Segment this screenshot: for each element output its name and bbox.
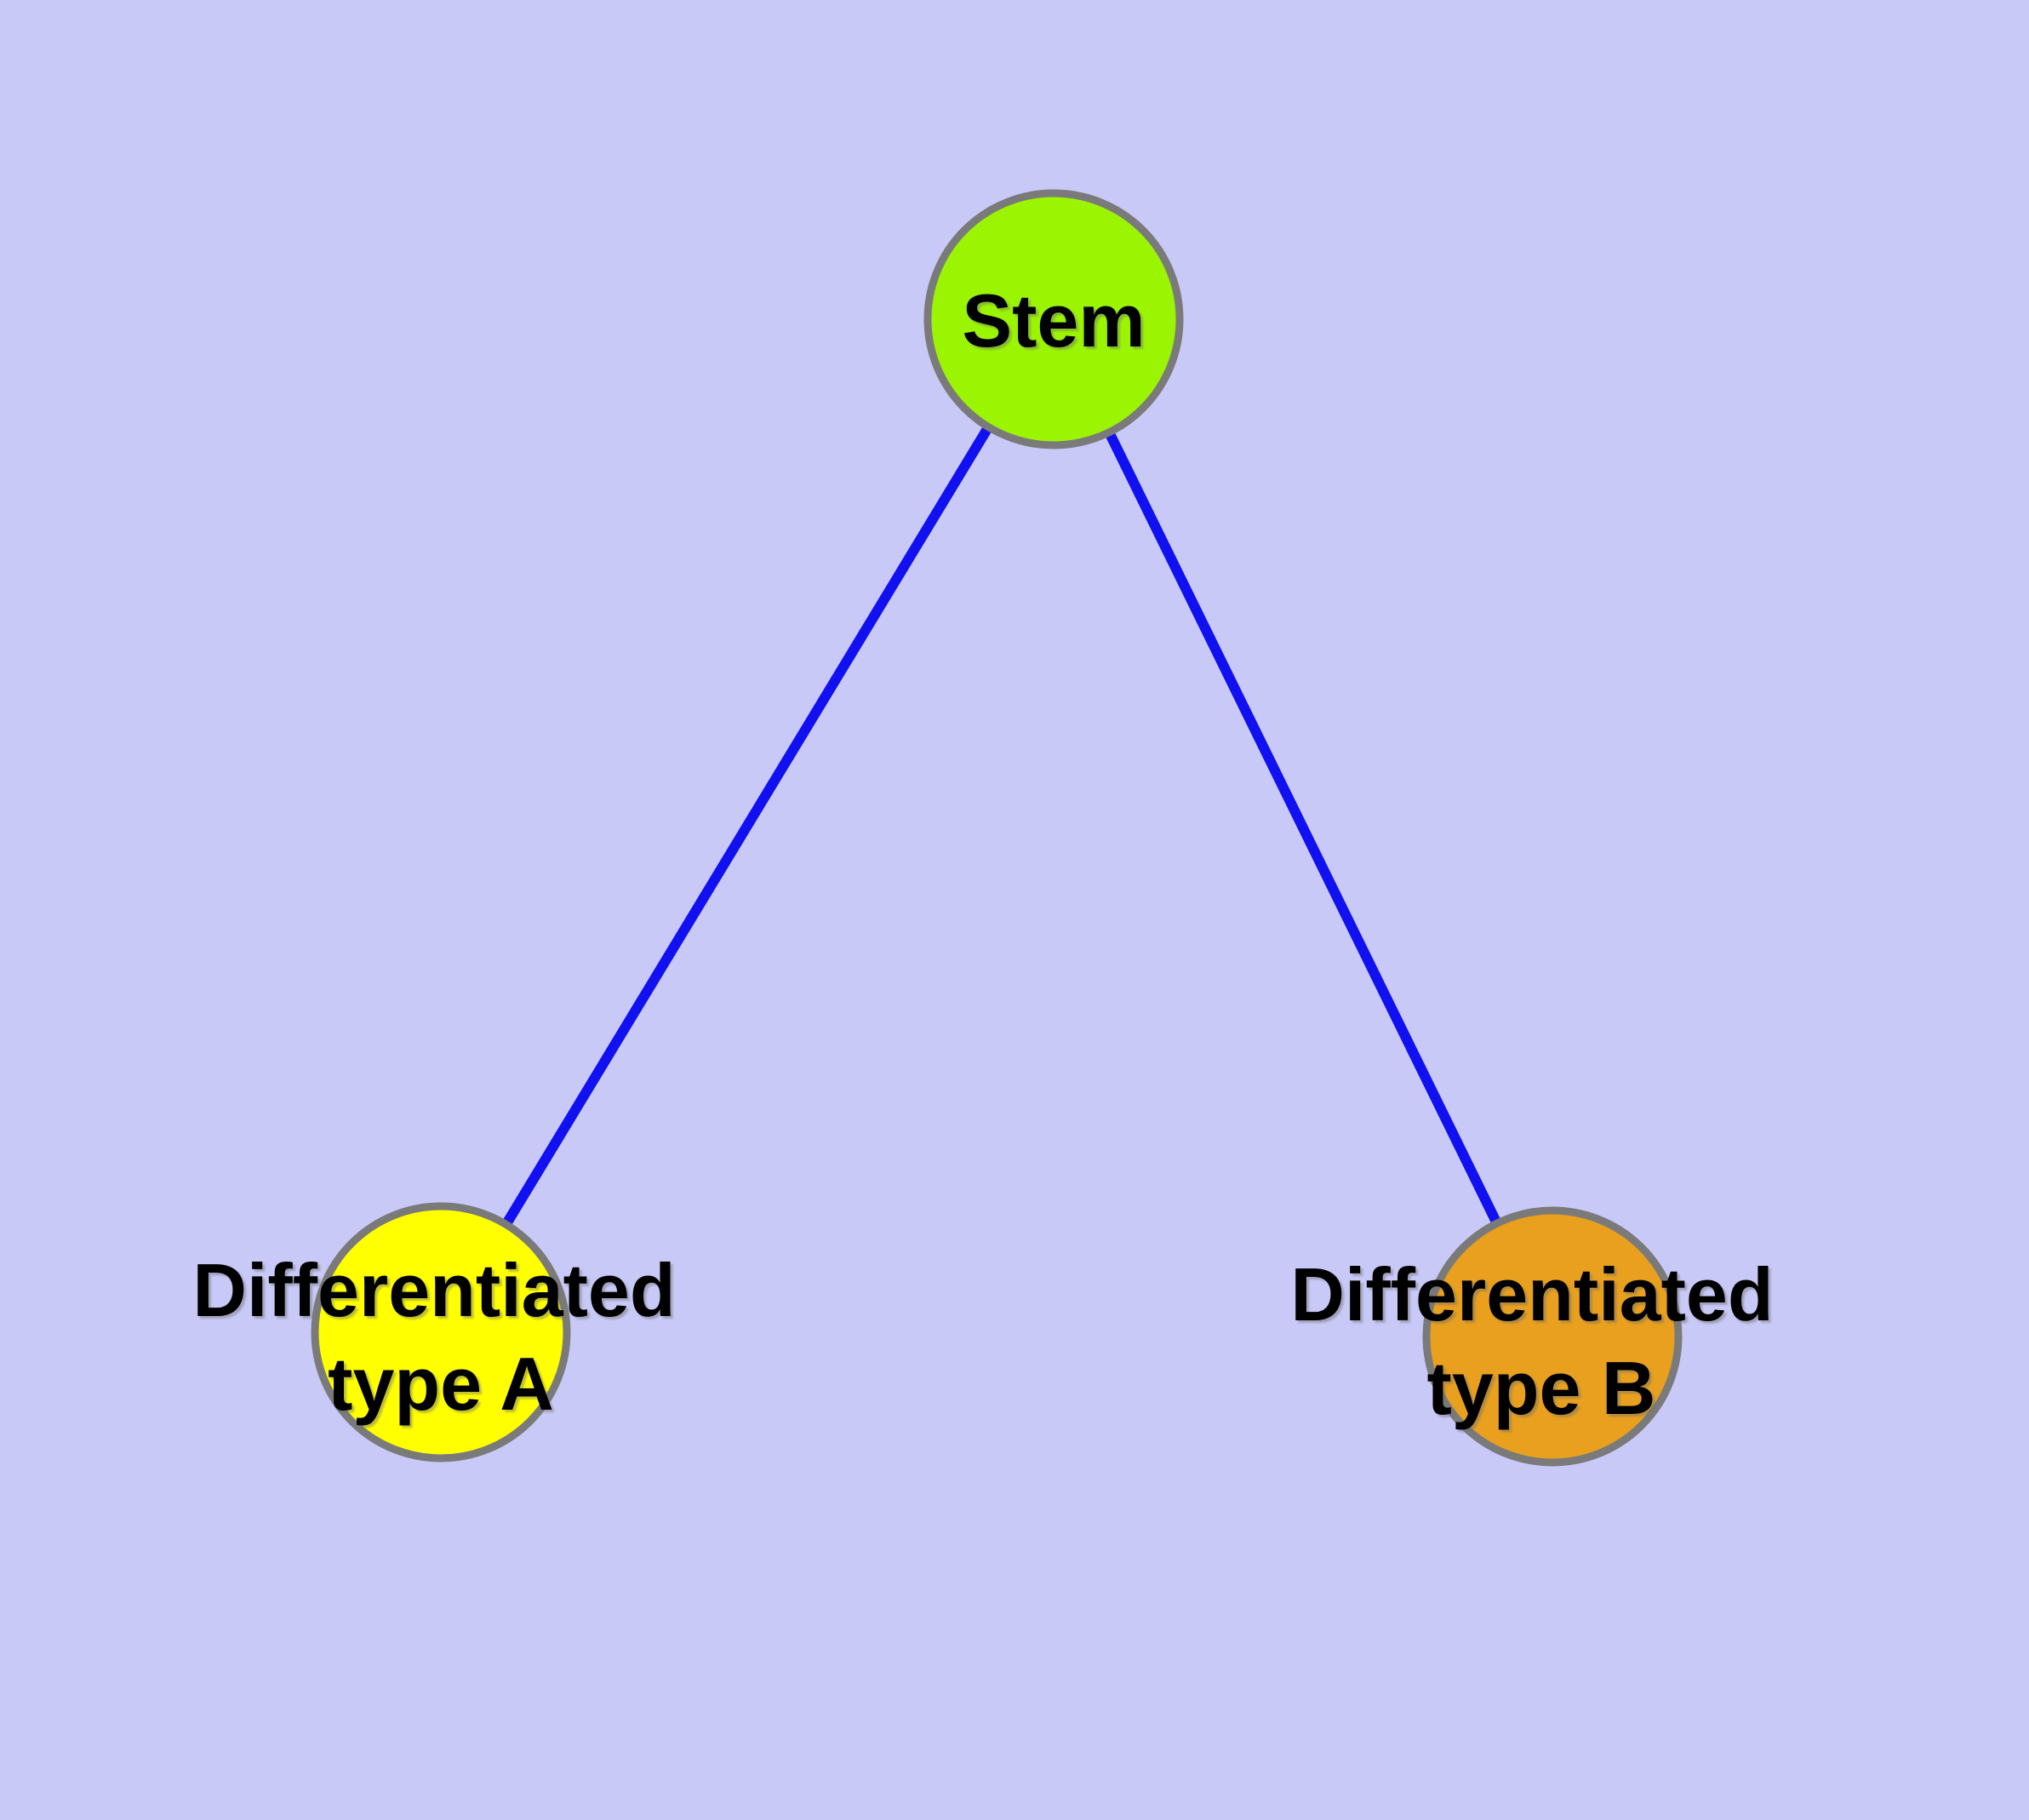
label-layer: Stem Differentiated type A Differentiate… <box>192 278 1773 1430</box>
node-differentiated-type-b[interactable] <box>1422 1206 1683 1467</box>
node-differentiated-type-a[interactable] <box>311 1202 571 1462</box>
node-layer <box>311 189 1683 1467</box>
edge-layer <box>436 316 1557 1339</box>
node-type-b-label-line2: type B <box>1427 1346 1656 1430</box>
node-type-b-label-line1: Differentiated <box>1290 1252 1773 1336</box>
node-type-a-label-line2: type A <box>328 1342 554 1426</box>
edge-stem-to-type-b[interactable] <box>1049 317 1557 1339</box>
node-type-a-label-line1: Differentiated <box>192 1248 675 1332</box>
edge-stem-to-type-a[interactable] <box>436 316 1059 1336</box>
node-stem-label: Stem <box>962 278 1145 363</box>
node-stem[interactable] <box>923 189 1184 449</box>
